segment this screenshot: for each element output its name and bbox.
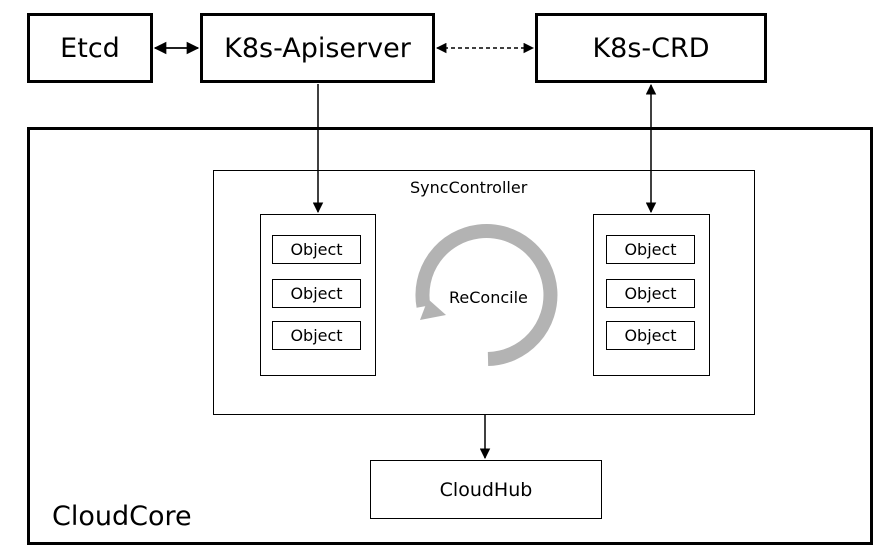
etcd-node: Etcd xyxy=(27,13,153,83)
left-object-1: Object xyxy=(272,235,361,264)
apiserver-node: K8s-Apiserver xyxy=(200,13,435,83)
sync-controller-label: SyncController xyxy=(410,178,528,197)
reconcile-cycle-icon xyxy=(415,224,558,366)
right-object-3: Object xyxy=(606,321,695,350)
right-object-1: Object xyxy=(606,235,695,264)
reconcile-label: ReConcile xyxy=(449,288,528,307)
left-object-2: Object xyxy=(272,279,361,308)
cloudhub-node: CloudHub xyxy=(370,460,602,519)
left-object-3: Object xyxy=(272,321,361,350)
cloudcore-label: CloudCore xyxy=(52,501,192,532)
crd-node: K8s-CRD xyxy=(535,13,767,83)
right-object-2: Object xyxy=(606,279,695,308)
